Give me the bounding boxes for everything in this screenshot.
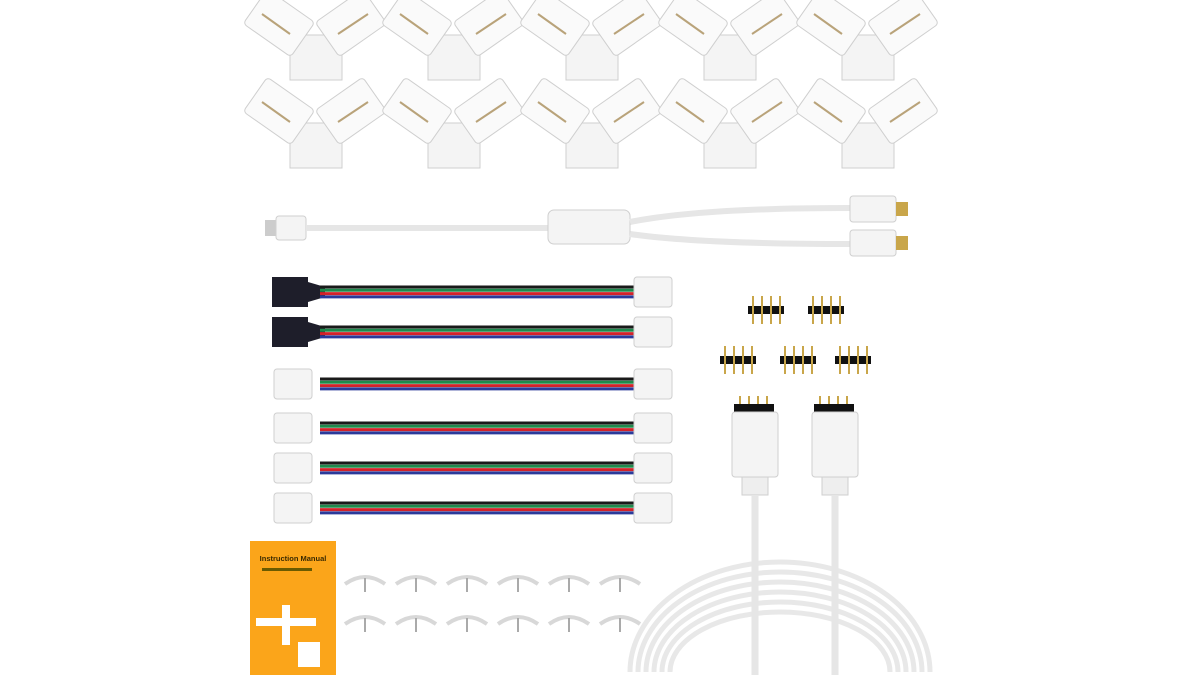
mounting-clip (598, 615, 642, 632)
pin-header (748, 296, 784, 324)
mounting-clip (496, 615, 540, 632)
y-splitter-cable (265, 195, 908, 257)
mounting-clip (445, 575, 489, 592)
male-connector-cable (731, 396, 779, 675)
mounting-clip (343, 575, 387, 592)
pin-header (808, 296, 844, 324)
mounting-clip (547, 615, 591, 632)
l-connector (796, 78, 938, 169)
rgb-extension-cable (272, 276, 673, 308)
l-connector (244, 78, 386, 169)
instruction-manual-title: Instruction Manual (259, 554, 327, 563)
mounting-clip (394, 575, 438, 592)
l-connector (520, 0, 662, 81)
mounting-clip (445, 615, 489, 632)
l-connector (658, 0, 800, 81)
pin-header (835, 346, 871, 374)
l-connector (520, 78, 662, 169)
mounting-clip (496, 575, 540, 592)
rgb-extension-cable (272, 316, 673, 348)
mounting-clip (547, 575, 591, 592)
l-connector (796, 0, 938, 81)
male-connector-cable (811, 396, 859, 675)
mounting-clip (394, 615, 438, 632)
l-connector (382, 78, 524, 169)
mounting-clip (598, 575, 642, 592)
instruction-manual (250, 541, 336, 675)
rgb-extension-cable (273, 368, 673, 400)
mounting-clip (343, 615, 387, 632)
pin-header (780, 346, 816, 374)
l-connector (382, 0, 524, 81)
l-connector (658, 78, 800, 169)
cable-coil (627, 559, 933, 673)
rgb-extension-cable (273, 492, 673, 524)
rgb-extension-cable (273, 452, 673, 484)
rgb-extension-cable (273, 412, 673, 444)
l-connector (244, 0, 386, 81)
pin-header (720, 346, 756, 374)
